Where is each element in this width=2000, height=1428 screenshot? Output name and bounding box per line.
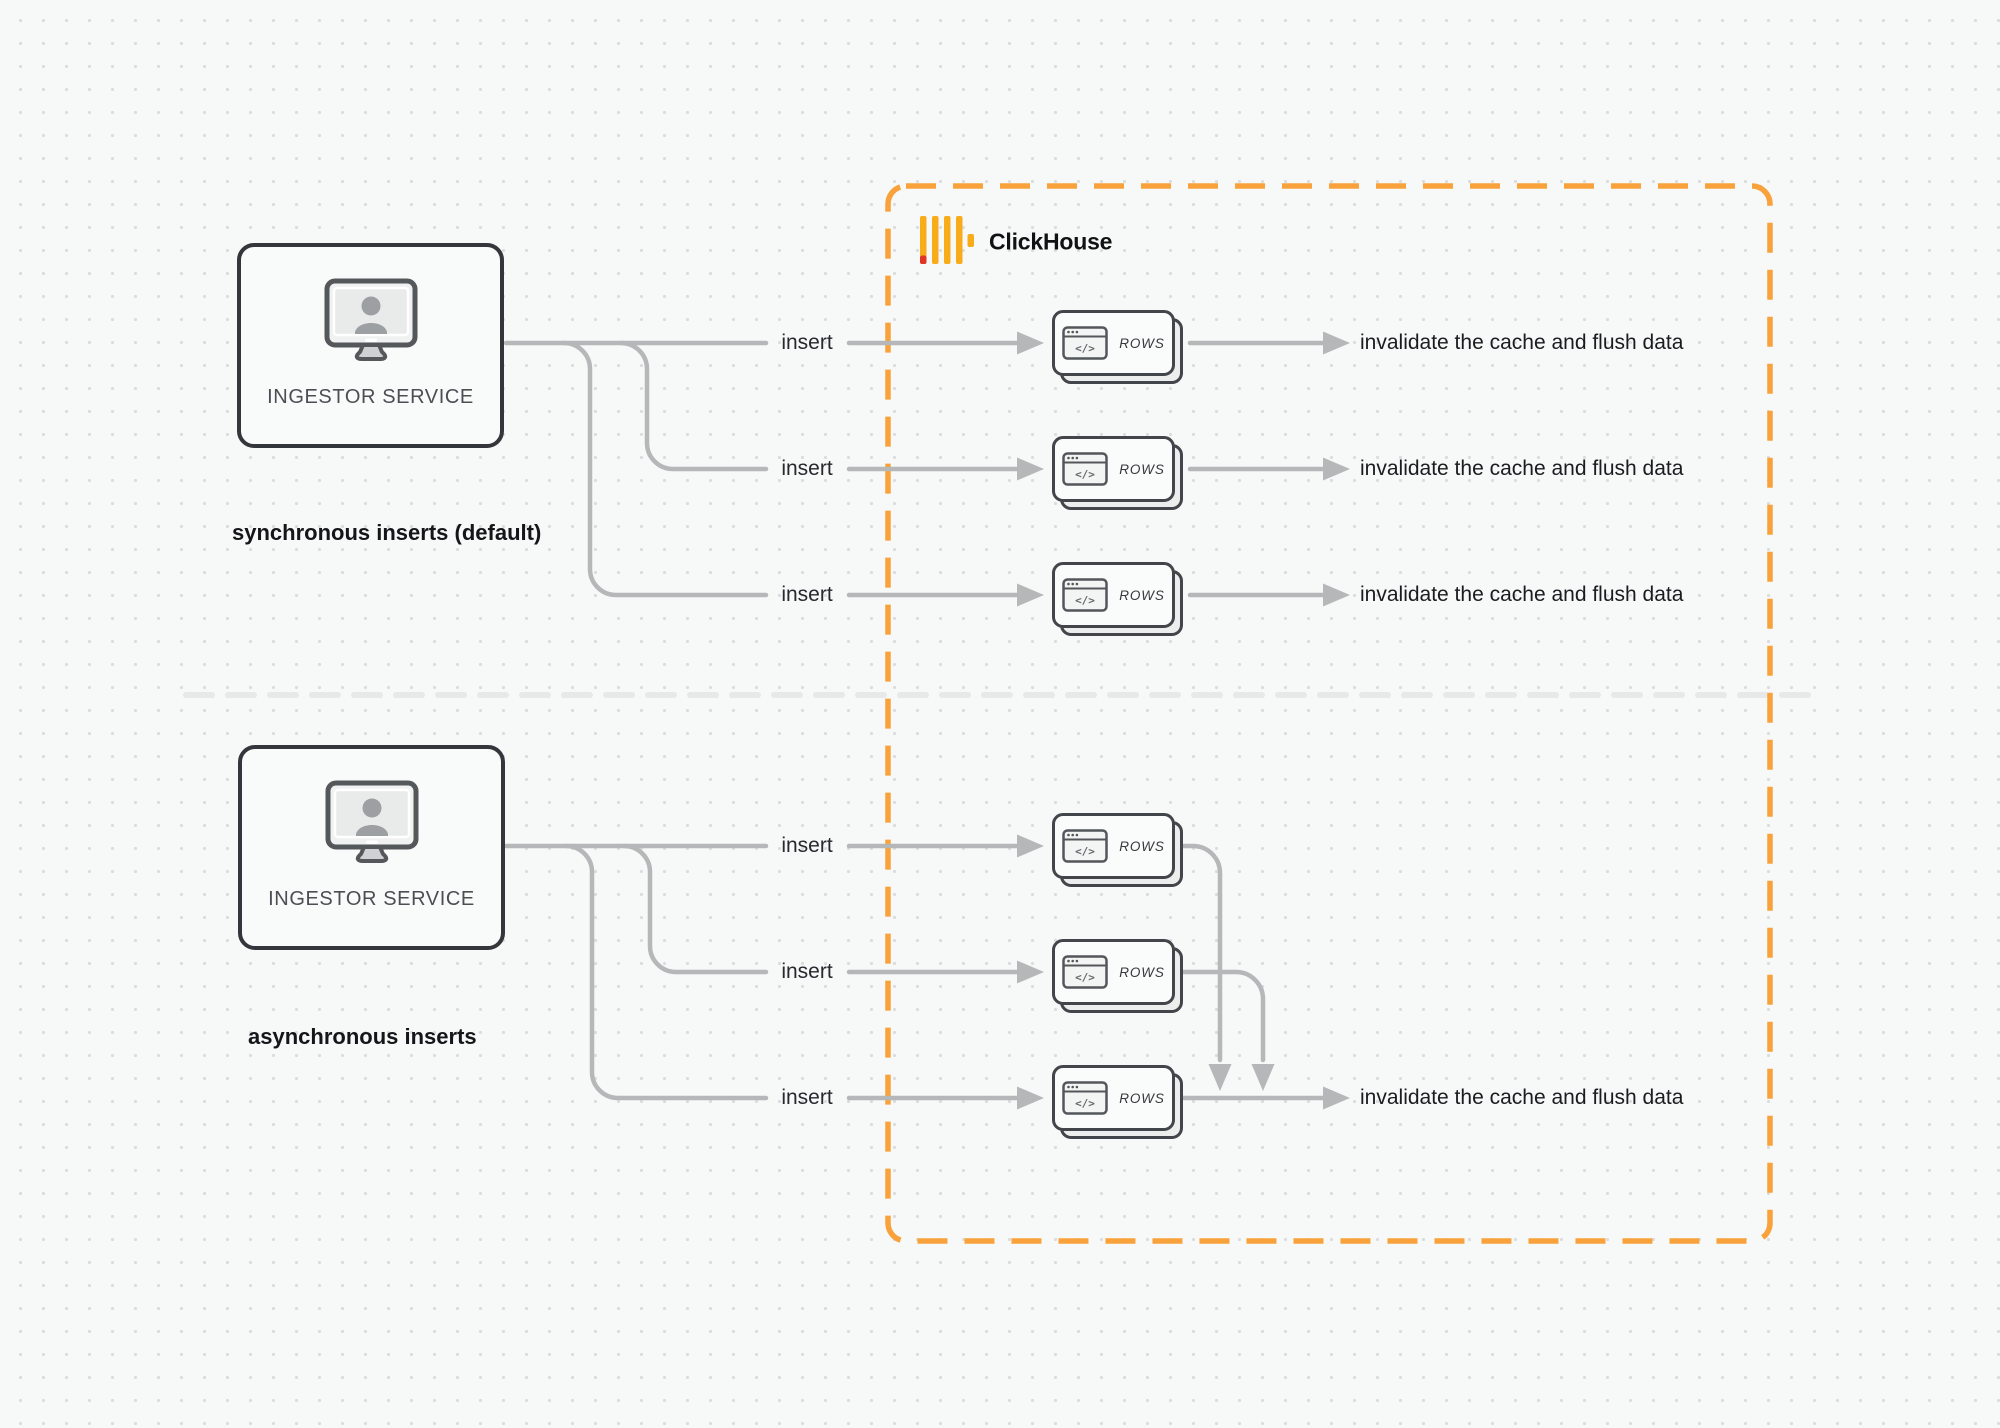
arrowhead-down-icon: [1208, 1064, 1232, 1091]
svg-text:</>: </>: [1075, 845, 1095, 858]
ingestor-service-box-sync: INGESTOR SERVICE: [237, 243, 504, 448]
rows-node-label: ROWS: [1119, 587, 1165, 603]
arrowhead-down-icon: [1251, 1064, 1275, 1091]
svg-text:</>: </>: [1075, 468, 1095, 481]
insert-label: insert: [781, 583, 833, 606]
insert-label: insert: [781, 331, 833, 354]
svg-text:</>: </>: [1075, 342, 1095, 355]
async-row2-branch: [621, 843, 769, 975]
rows-node-label: ROWS: [1119, 838, 1165, 854]
arrowhead-icon: [1017, 331, 1044, 355]
insert-label: insert: [781, 960, 833, 983]
rows-node-label: ROWS: [1119, 461, 1165, 477]
sync-row2-branch: [618, 340, 769, 472]
rows-node-label: ROWS: [1119, 335, 1165, 351]
async-merge-line-1: [1180, 843, 1223, 1063]
result-label: invalidate the cache and flush data: [1360, 1086, 1684, 1109]
async-row3-branch: [563, 843, 769, 1101]
ingestor-service-label: INGESTOR SERVICE: [267, 386, 474, 408]
sync-row3-branch: [561, 340, 769, 598]
insert-label: insert: [781, 834, 833, 857]
rows-node-label: ROWS: [1119, 1090, 1165, 1106]
svg-text:</>: </>: [1075, 594, 1095, 607]
code-window-icon: </>: [1062, 955, 1108, 989]
ingestor-service-box-async: INGESTOR SERVICE: [238, 745, 505, 950]
rows-node: </> ROWS: [1052, 1065, 1183, 1139]
code-window-icon: </>: [1062, 326, 1108, 360]
code-window-icon: </>: [1062, 829, 1108, 863]
clickhouse-wordmark: ClickHouse: [989, 228, 1113, 255]
arrowhead-icon: [1017, 1086, 1044, 1110]
result-label: invalidate the cache and flush data: [1360, 331, 1684, 354]
arrowheads: [1017, 331, 1350, 1110]
rows-node: </> ROWS: [1052, 939, 1183, 1013]
insert-label: insert: [781, 1086, 833, 1109]
code-window-icon: </>: [1062, 1081, 1108, 1115]
arrowhead-icon: [1017, 583, 1044, 607]
ingestor-service-label: INGESTOR SERVICE: [268, 888, 475, 910]
rows-node: </> ROWS: [1052, 310, 1183, 384]
arrowhead-icon: [1323, 331, 1350, 355]
code-window-icon: </>: [1062, 452, 1108, 486]
arrowhead-icon: [1323, 457, 1350, 481]
async-merge-line-2: [1180, 969, 1266, 1063]
insert-label: insert: [781, 457, 833, 480]
clickhouse-boundary-dashed-box: [885, 183, 1773, 1244]
result-label: invalidate the cache and flush data: [1360, 583, 1684, 606]
user-silhouette-icon: [361, 296, 380, 316]
svg-text:</>: </>: [1075, 971, 1095, 984]
arrowhead-icon: [1017, 960, 1044, 984]
async-section-caption: asynchronous inserts: [248, 1024, 477, 1049]
workstation-monitor-icon: [324, 278, 417, 361]
sync-connectors: [503, 340, 1327, 598]
arrowhead-icon: [1017, 834, 1044, 858]
user-silhouette-icon: [362, 798, 381, 818]
rows-node-label: ROWS: [1119, 964, 1165, 980]
arrowhead-icon: [1323, 583, 1350, 607]
result-label: invalidate the cache and flush data: [1360, 457, 1684, 480]
rows-node: </> ROWS: [1052, 562, 1183, 636]
svg-text:</>: </>: [1075, 1097, 1095, 1110]
code-window-icon: </>: [1062, 578, 1108, 612]
async-connectors: [503, 843, 1327, 1101]
rows-node: </> ROWS: [1052, 813, 1183, 887]
arrowhead-icon: [1017, 457, 1044, 481]
rows-node: </> ROWS: [1052, 436, 1183, 510]
sync-section-caption: synchronous inserts (default): [232, 520, 542, 545]
workstation-monitor-icon: [325, 780, 418, 863]
arrowhead-icon: [1323, 1086, 1350, 1110]
clickhouse-logo-icon: [920, 216, 974, 264]
